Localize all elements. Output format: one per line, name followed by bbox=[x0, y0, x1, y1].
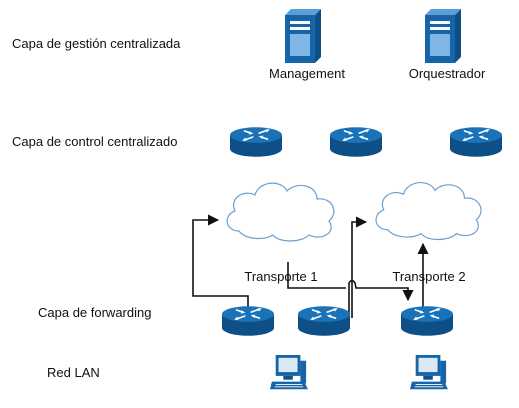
cloud-icon bbox=[226, 182, 335, 242]
router-icon bbox=[298, 305, 350, 337]
layer-label-management: Capa de gestión centralizada bbox=[12, 36, 181, 51]
connection-transport1-drop bbox=[287, 262, 346, 289]
connection-router1-transport1 bbox=[192, 214, 249, 308]
server-label-orquestrador: Orquestrador bbox=[409, 66, 486, 81]
router-icon bbox=[450, 126, 502, 158]
router-icon bbox=[401, 305, 453, 337]
router-icon bbox=[230, 126, 282, 158]
connection-router2-transport2 bbox=[351, 216, 368, 318]
router-icon bbox=[330, 126, 382, 158]
computer-icon bbox=[270, 355, 308, 390]
server-label-management: Management bbox=[269, 66, 345, 81]
server-icon bbox=[285, 9, 321, 63]
layer-label-lan: Red LAN bbox=[47, 365, 100, 380]
layer-label-forwarding: Capa de forwarding bbox=[38, 305, 151, 320]
cloud-label-transporte-2: Transporte 2 bbox=[392, 269, 465, 284]
cloud-icon bbox=[375, 181, 482, 241]
connection-transport1-router3 bbox=[348, 279, 414, 318]
router-icon bbox=[222, 305, 274, 337]
computer-icon bbox=[410, 355, 448, 390]
cloud-label-transporte-1: Transporte 1 bbox=[244, 269, 317, 284]
layer-label-control: Capa de control centralizado bbox=[12, 134, 178, 149]
server-icon bbox=[425, 9, 461, 63]
